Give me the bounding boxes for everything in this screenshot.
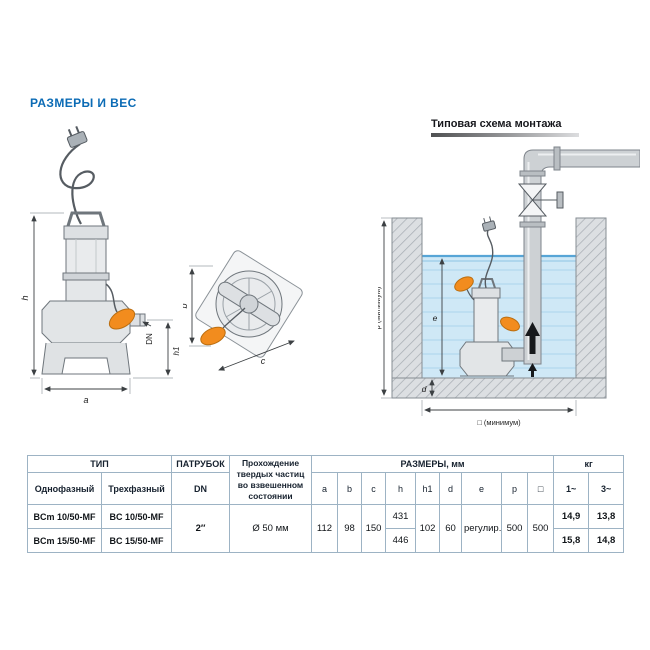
dim-label-b: b	[183, 303, 189, 308]
th-kg-group: кг	[553, 455, 625, 473]
page-title: РАЗМЕРЫ И ВЕС	[30, 96, 137, 110]
th-dim-square: □	[526, 471, 555, 506]
pump-power-cable	[484, 229, 494, 289]
th-single-phase: Однофазный	[27, 471, 102, 506]
dimensions-table-wrap: ТИП ПАТРУБОК Прохождение твердых частиц …	[27, 454, 625, 554]
float-cable	[222, 307, 246, 329]
pump-front-view-drawing: h a DN h1	[20, 126, 181, 405]
scheme-title-underline	[431, 133, 579, 137]
cell-kg1-0: 14,9	[553, 504, 590, 530]
cell-model-three-0: BC 10/50-MF	[101, 504, 172, 530]
float-switch-icon	[454, 276, 474, 292]
float-cable	[105, 283, 118, 313]
cell-b: 98	[337, 504, 362, 554]
cell-h-0: 431	[385, 504, 416, 530]
power-plug-icon	[482, 216, 496, 232]
th-kg-1ph: 1~	[553, 471, 590, 506]
cell-square: 500	[526, 504, 555, 554]
cell-p: 500	[501, 504, 528, 554]
scheme-title: Типовая схема монтажа	[431, 118, 562, 130]
cell-d: 60	[439, 504, 462, 554]
flow-arrow-up	[525, 322, 540, 354]
cell-model-single-0: BCm 10/50-MF	[27, 504, 102, 530]
th-particles: Прохождение твердых частиц во взвешенном…	[229, 454, 312, 506]
table-row: BCm 10/50-MF BC 10/50-MF 2″ Ø 50 мм 112 …	[27, 504, 625, 554]
cell-particles: Ø 50 мм	[229, 504, 312, 554]
cell-kg3-1: 14,8	[588, 528, 625, 554]
submersible-pump	[459, 278, 525, 377]
cell-model-single-1: BCm 15/50-MF	[27, 528, 102, 554]
cell-kg1-1: 15,8	[553, 528, 590, 554]
table-row: BCm 15/50-MF BC 15/50-MF 446 15,8 14,8	[27, 528, 625, 554]
sump-pit-walls	[391, 217, 607, 399]
cell-model-three-1: BC 15/50-MF	[101, 528, 172, 554]
dim-label-h: h	[20, 295, 30, 300]
power-cable	[59, 143, 95, 225]
cell-c: 150	[361, 504, 386, 554]
float-switch-icon-2	[500, 316, 520, 332]
dim-label-a: a	[83, 395, 88, 405]
cell-dn: 2″	[171, 504, 230, 554]
th-dimensions-group: РАЗМЕРЫ, мм	[310, 455, 555, 473]
dim-label-d: d	[422, 384, 427, 394]
dimensions-weight-table: ТИП ПАТРУБОК Прохождение твердых частиц …	[27, 454, 625, 554]
th-kg-3ph: 3~	[588, 471, 625, 506]
dim-label-h1: h1	[172, 347, 181, 356]
gate-valve-icon	[517, 183, 564, 217]
dim-label-dn: DN	[145, 333, 154, 345]
th-branch: ПАТРУБОК	[171, 455, 230, 473]
cell-a: 112	[311, 504, 338, 554]
th-dn: DN	[171, 471, 230, 506]
dim-label-p-minimum: p (минимум)	[378, 286, 382, 329]
float-switch-icon	[200, 326, 226, 346]
th-dim-d: d	[439, 471, 462, 506]
cell-kg3-0: 13,8	[588, 504, 625, 530]
power-plug-icon	[66, 126, 88, 148]
th-type-group: ТИП	[27, 455, 172, 473]
pump-body	[41, 211, 146, 375]
installation-scheme-drawing: p (минимум) e d □ (минимум)	[378, 146, 640, 427]
float-switch-icon	[108, 308, 136, 330]
dim-label-c: c	[261, 356, 266, 366]
th-dim-a: a	[311, 471, 338, 506]
th-three-phase: Трехфазный	[101, 471, 172, 506]
flow-arrow-up-small	[528, 363, 537, 377]
th-dim-c: c	[361, 471, 386, 506]
dim-label-e: e	[433, 313, 438, 323]
th-dim-b: b	[337, 471, 362, 506]
pump-top-view-drawing: b c	[183, 250, 303, 371]
th-dim-h1: h1	[415, 471, 440, 506]
cell-h1: 102	[415, 504, 440, 554]
cell-h-1: 446	[385, 528, 416, 554]
th-dim-h: h	[385, 471, 416, 506]
dim-label-width-minimum: □ (минимум)	[477, 418, 521, 427]
th-dim-p: p	[501, 471, 528, 506]
th-dim-e: e	[461, 471, 502, 506]
cell-e: регулир.	[461, 504, 502, 554]
